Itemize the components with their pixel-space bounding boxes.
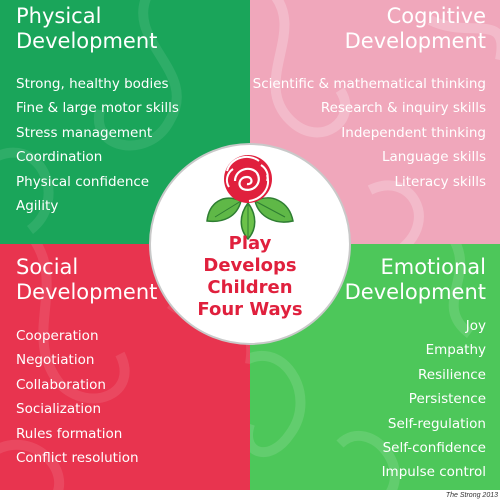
center-caption-line1: Play [228, 233, 272, 254]
list-item: Joy [465, 318, 486, 334]
credit-text: The Strong 2013 [445, 492, 498, 499]
list-item: Conflict resolution [16, 449, 139, 466]
list-item: Fine & large motor skills [16, 100, 179, 117]
social-skill-list: Cooperation Negotiation Collaboration So… [16, 324, 139, 470]
list-item: Rules formation [16, 425, 123, 442]
list-item: Language skills [381, 149, 486, 166]
list-item: Empathy [425, 342, 486, 359]
cognitive-title-line1: Cognitive [386, 4, 486, 28]
quadrant-emotional: Emotional Development Joy Empathy Resili… [250, 244, 500, 490]
cognitive-title-line2: Development [344, 29, 486, 53]
center-caption-line2: Develops [203, 255, 297, 276]
emotional-title: Emotional Development [345, 255, 486, 305]
physical-title: Physical Development [16, 4, 157, 54]
social-title: Social Development [16, 255, 157, 305]
list-item: Strong, healthy bodies [16, 76, 169, 92]
list-item: Scientific & mathematical thinking [252, 76, 486, 92]
center-caption-line4: Four Ways [197, 299, 303, 320]
emotional-skill-list: Joy Empathy Resilience Persistence Self-… [382, 314, 486, 485]
center-circle: Play Develops Children Four Ways [149, 143, 351, 345]
list-item: Physical confidence [16, 173, 150, 190]
list-item: Socialization [16, 401, 101, 418]
rose-icon [206, 155, 294, 241]
emotional-title-line1: Emotional [380, 255, 486, 279]
list-item: Agility [16, 197, 59, 214]
list-item: Collaboration [16, 376, 106, 393]
cognitive-title: Cognitive Development [345, 4, 486, 54]
center-caption-line3: Children [207, 277, 293, 298]
physical-title-line1: Physical [16, 4, 102, 28]
physical-title-line2: Development [16, 29, 158, 53]
list-item: Self-confidence [382, 439, 486, 456]
list-item: Self-regulation [387, 415, 486, 432]
list-item: Persistence [408, 391, 486, 408]
cognitive-skill-list: Scientific & mathematical thinking Resea… [253, 72, 486, 194]
list-item: Coordination [16, 149, 103, 166]
list-item: Independent thinking [341, 124, 486, 141]
list-item: Resilience [418, 366, 486, 383]
list-item: Stress management [16, 124, 153, 141]
list-item: Impulse control [381, 464, 486, 481]
center-caption: Play Develops Children Four Ways [151, 233, 349, 321]
physical-skill-list: Strong, healthy bodies Fine & large moto… [16, 72, 179, 218]
list-item: Negotiation [16, 352, 95, 369]
emotional-title-line2: Development [344, 280, 486, 304]
social-title-line1: Social [16, 255, 79, 279]
list-item: Research & inquiry skills [320, 100, 486, 117]
list-item: Literacy skills [394, 173, 486, 190]
social-title-line2: Development [16, 280, 158, 304]
list-item: Cooperation [16, 328, 99, 344]
